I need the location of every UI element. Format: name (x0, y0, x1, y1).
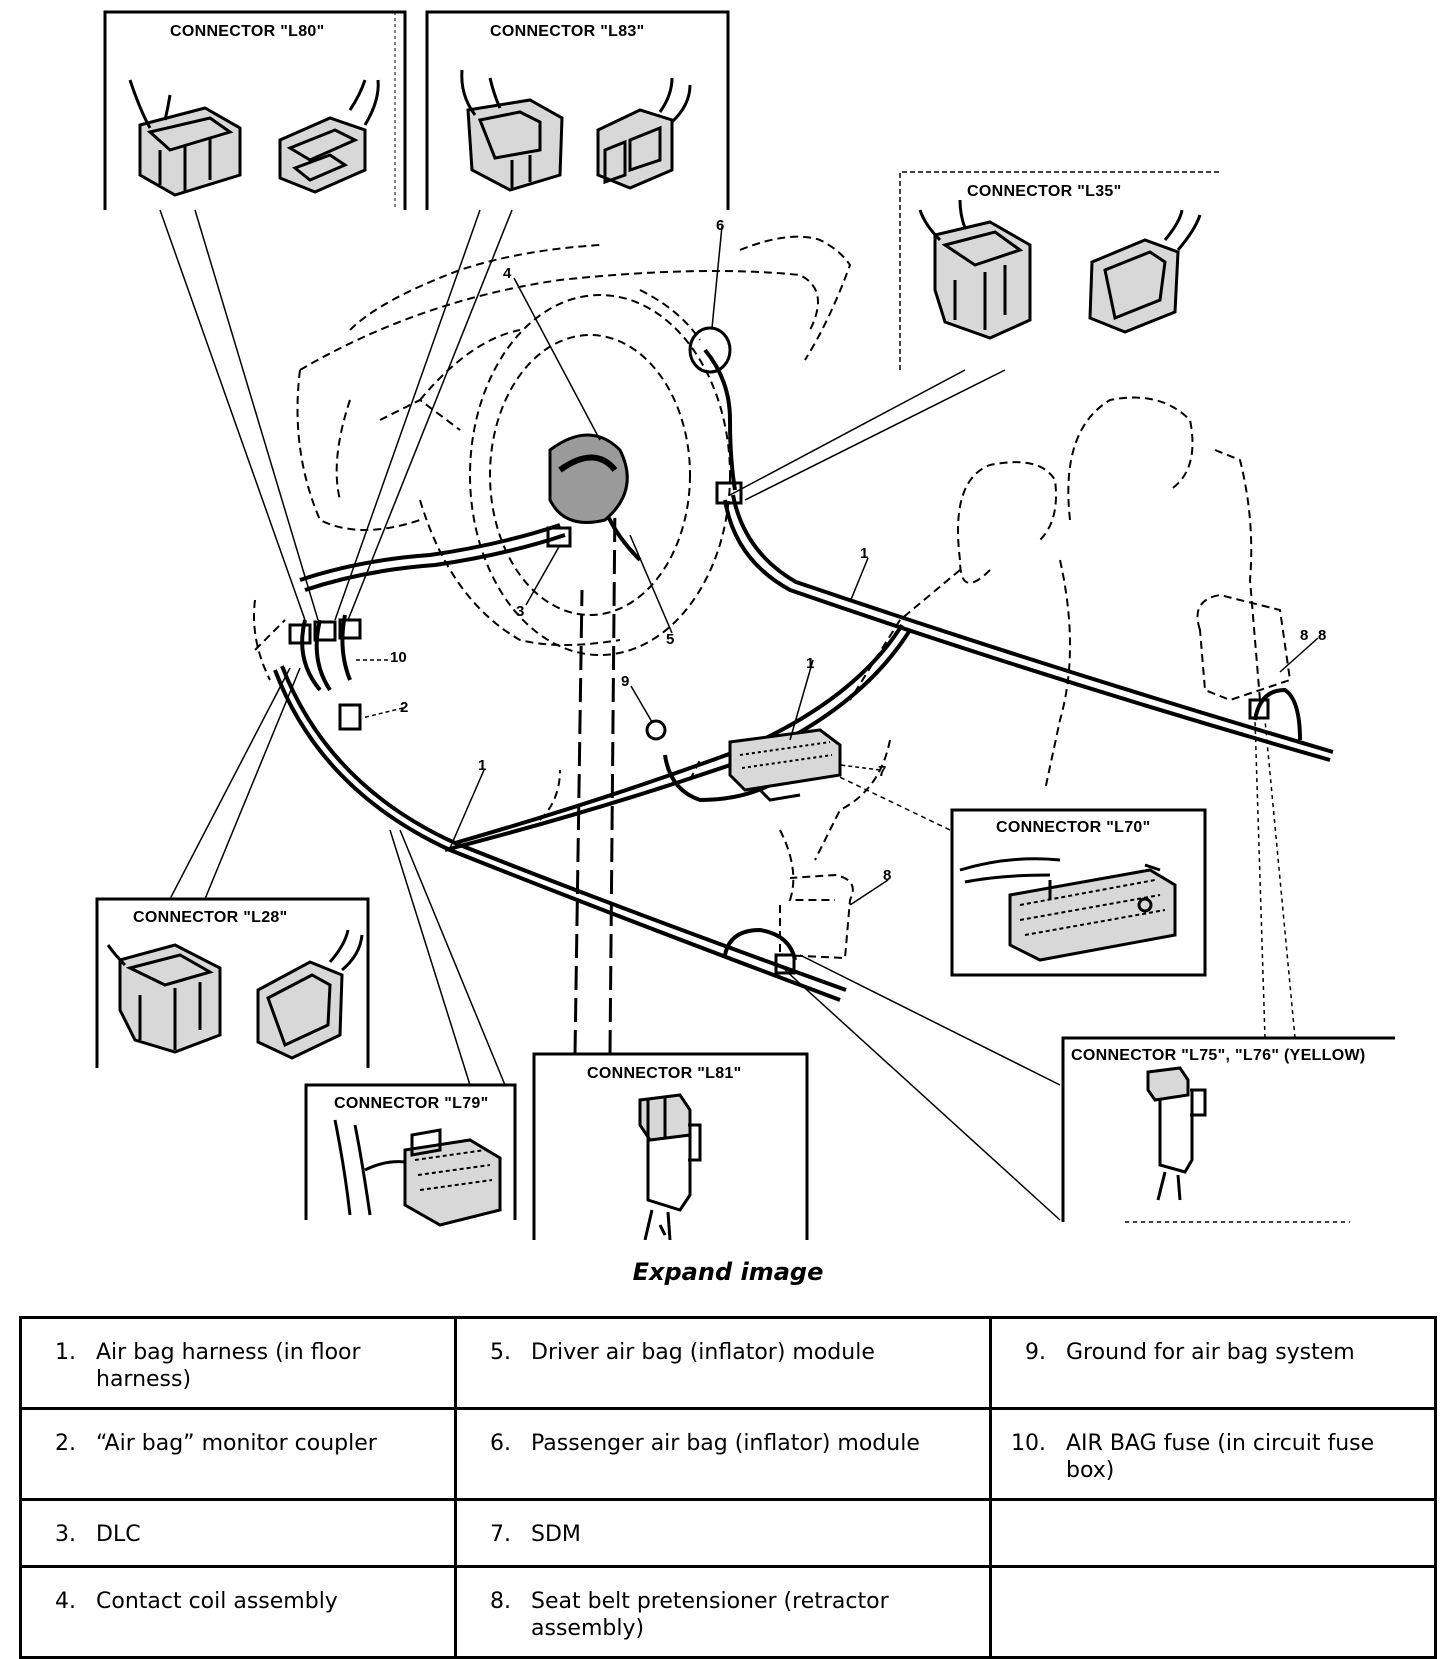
legend-number: 5. (490, 1340, 511, 1365)
callout-3: 3 (516, 603, 524, 620)
connector-l75-l76-label: CONNECTOR "L75", "L76" (YELLOW) (1071, 1047, 1365, 1064)
legend-cell: 5. Driver air bag (inflator) module (454, 1316, 992, 1410)
air-bag-harness (273, 348, 1334, 1002)
legend-cell-empty (989, 1565, 1437, 1659)
connector-l70-label: CONNECTOR "L70" (996, 819, 1151, 836)
legend-cell-empty (989, 1498, 1437, 1568)
legend-cell: 10. AIR BAG fuse (in circuit fuse box) (989, 1407, 1437, 1501)
ground-point (645, 719, 667, 741)
components (288, 326, 1270, 975)
callout-2: 2 (400, 699, 408, 716)
connector-l81-drawing (638, 1093, 702, 1240)
connector-l81-box (532, 1052, 809, 1240)
connector-l79-label: CONNECTOR "L79" (334, 1095, 489, 1112)
connector-l81-label: CONNECTOR "L81" (587, 1065, 742, 1082)
legend-number: 2. (55, 1431, 76, 1456)
callout-8c: 8 (1318, 627, 1326, 644)
legend-text: SDM (531, 1522, 581, 1547)
legend-text: “Air bag” monitor coupler (96, 1431, 377, 1456)
fuse-box-connector-2 (313, 620, 337, 642)
callout-7: 7 (878, 763, 886, 780)
legend-text: Ground for air bag system (1066, 1340, 1355, 1365)
connector-l35-label: CONNECTOR "L35" (967, 183, 1122, 200)
passenger-air-bag-module (688, 326, 732, 374)
legend-cell: 1. Air bag harness (in floor harness) (19, 1316, 457, 1410)
legend-cell: 3. DLC (19, 1498, 457, 1568)
component-legend-table: 1. Air bag harness (in floor harness) 5. D… (19, 1316, 1437, 1659)
contact-coil-assembly (548, 433, 629, 524)
legend-text: Contact coil assembly (96, 1589, 338, 1614)
vehicle-outline (253, 235, 1292, 960)
leader-lines (159, 209, 1296, 1221)
legend-row: 2. “Air bag” monitor coupler 6. Passenger … (19, 1407, 1437, 1501)
legend-number: 10. (1011, 1431, 1046, 1456)
legend-row: 4. Contact coil assembly 8. Seat belt pret… (19, 1565, 1437, 1659)
fuse-box-connector-1 (288, 623, 312, 645)
connector-l79-drawing (333, 1119, 502, 1227)
expand-image-link[interactable]: Expand image (632, 1258, 824, 1286)
legend-row: 3. DLC 7. SDM (19, 1498, 1437, 1568)
legend-number: 7. (490, 1522, 511, 1547)
l35-junction-connector (715, 481, 743, 505)
callout-9: 9 (621, 673, 629, 690)
legend-cell: 7. SDM (454, 1498, 992, 1568)
fuse-box-connector-3 (338, 618, 362, 640)
legend-cell: 9. Ground for air bag system (989, 1316, 1437, 1410)
legend-number: 6. (490, 1431, 511, 1456)
pretensioner-connector-rear (1248, 698, 1270, 720)
callout-6: 6 (716, 217, 724, 234)
legend-text: Passenger air bag (inflator) module (531, 1431, 920, 1456)
callout-1b: 1 (806, 655, 814, 672)
callout-8b: 8 (1300, 627, 1308, 644)
callout-5: 5 (666, 631, 674, 648)
legend-text: AIR BAG fuse (in circuit fuse box) (1066, 1431, 1375, 1483)
monitor-coupler (338, 703, 362, 731)
legend-text: Driver air bag (inflator) module (531, 1340, 875, 1365)
legend-text: Air bag harness (in floor harness) (96, 1340, 361, 1392)
callout-10: 10 (390, 649, 407, 666)
connector-l35-drawing (918, 199, 1202, 340)
callout-8a: 8 (883, 867, 891, 884)
sdm-unit (728, 728, 842, 792)
connector-l75-l76-box (1061, 1036, 1395, 1222)
legend-number: 3. (55, 1522, 76, 1547)
connector-l28-drawing (106, 929, 364, 1060)
pretensioner-connector-front (774, 953, 796, 975)
connector-l83-drawing (460, 69, 692, 192)
connector-l35-box (899, 171, 1220, 370)
connector-l70-drawing (959, 857, 1177, 962)
legend-text: Seat belt pretensioner (retractor assemb… (531, 1589, 889, 1641)
connector-l80-label: CONNECTOR "L80" (170, 23, 325, 40)
legend-row: 1. Air bag harness (in floor harness) 5. D… (19, 1316, 1437, 1410)
air-bag-system-diagram: CONNECTOR "L80" CONNECTOR "L83" CONNECTO… (95, 10, 1395, 1240)
legend-cell: 4. Contact coil assembly (19, 1565, 457, 1659)
legend-number: 8. (490, 1589, 511, 1614)
legend-cell: 6. Passenger air bag (inflator) module (454, 1407, 992, 1501)
connector-l70-box (950, 808, 1207, 977)
legend-cell: 8. Seat belt pretensioner (retractor asse… (454, 1565, 992, 1659)
legend-text: DLC (96, 1522, 141, 1547)
callout-1a: 1 (860, 545, 868, 562)
legend-cell: 2. “Air bag” monitor coupler (19, 1407, 457, 1501)
connector-l80-box (103, 10, 407, 210)
callout-leaders (355, 225, 1319, 906)
callout-4: 4 (503, 265, 512, 282)
connector-l83-label: CONNECTOR "L83" (490, 23, 645, 40)
connector-l28-label: CONNECTOR "L28" (133, 909, 288, 926)
connector-l79-box (304, 1083, 517, 1220)
connector-l83-box (425, 10, 730, 210)
connector-l75-l76-drawing (1146, 1066, 1207, 1201)
legend-number: 1. (55, 1340, 76, 1365)
callout-1c: 1 (478, 757, 486, 774)
connector-l28-box (95, 897, 370, 1068)
legend-number: 4. (55, 1589, 76, 1614)
connector-l80-drawing (128, 79, 380, 197)
legend-number: 9. (1025, 1340, 1046, 1365)
